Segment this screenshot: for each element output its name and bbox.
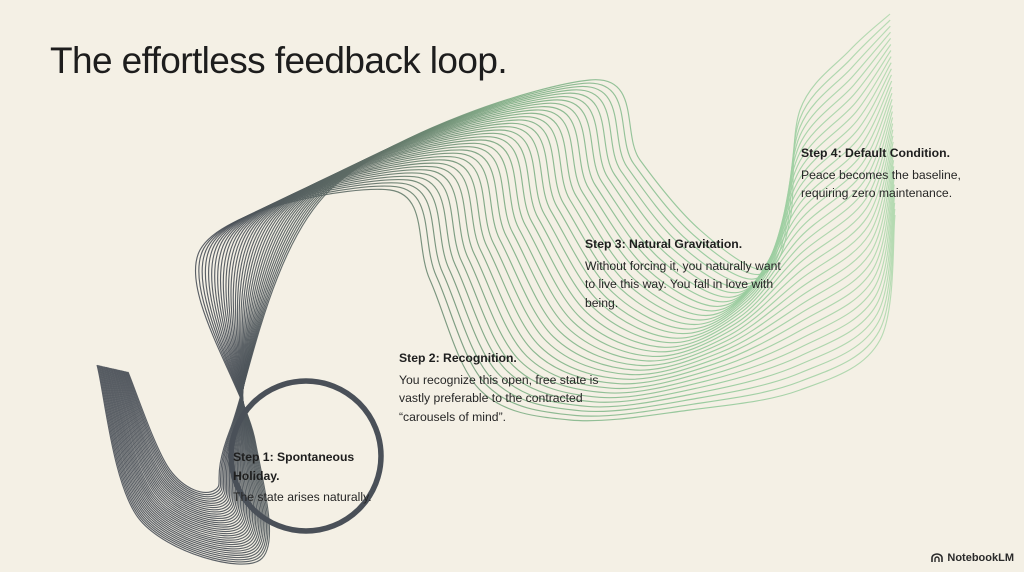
ribbon-line-group xyxy=(96,13,896,565)
ribbon-line xyxy=(110,123,894,533)
ribbon-line xyxy=(98,182,896,561)
ribbon-line xyxy=(120,56,892,509)
ribbon-line xyxy=(113,105,893,526)
ribbon-line xyxy=(103,165,895,550)
step-1: Step 1: Spontaneous Holiday. The state a… xyxy=(233,448,403,507)
step-3-description: Without forcing it, you naturally want t… xyxy=(585,258,781,310)
ribbon-line xyxy=(114,99,893,524)
ribbon-line xyxy=(127,13,891,494)
ribbon-line xyxy=(107,141,894,539)
step-1-description: The state arises naturally. xyxy=(233,490,372,504)
step-4-title: Step 4: Default Condition. xyxy=(801,146,950,160)
step-4: Step 4: Default Condition. Peace becomes… xyxy=(801,144,1001,203)
notebooklm-brand: NotebookLM xyxy=(931,552,1014,564)
ribbon-line xyxy=(118,68,892,513)
ribbon-line xyxy=(106,147,894,541)
step-1-title: Step 1: Spontaneous Holiday. xyxy=(233,450,355,483)
ribbon-line xyxy=(99,178,896,559)
step-3: Step 3: Natural Gravitation. Without for… xyxy=(585,235,785,312)
step-3-title: Step 3: Natural Gravitation. xyxy=(585,237,743,251)
ribbon-line xyxy=(115,92,893,522)
ribbon-line xyxy=(109,129,894,535)
loop-ring xyxy=(228,378,384,534)
ribbon-line xyxy=(102,169,895,552)
notebooklm-logo-icon xyxy=(931,553,944,562)
ribbon-line xyxy=(101,172,895,554)
step-2-title: Step 2: Recognition. xyxy=(399,351,517,365)
ribbon-line xyxy=(97,185,896,563)
step-4-description: Peace becomes the baseline, requiring ze… xyxy=(801,167,961,201)
ribbon-line xyxy=(100,175,895,556)
step-2-description: You recognize this open, free state is v… xyxy=(399,372,599,424)
ribbon-line xyxy=(104,159,895,546)
brand-label: NotebookLM xyxy=(947,552,1014,564)
ribbon-line xyxy=(96,188,896,565)
page-title: The effortless feedback loop. xyxy=(50,40,508,81)
step-2: Step 2: Recognition. You recognize this … xyxy=(399,349,599,426)
ribbon-line xyxy=(112,111,893,528)
ribbon-line xyxy=(111,117,894,530)
ribbon-line xyxy=(103,162,895,548)
ribbon-line xyxy=(108,135,894,537)
ribbon-line xyxy=(105,153,895,543)
